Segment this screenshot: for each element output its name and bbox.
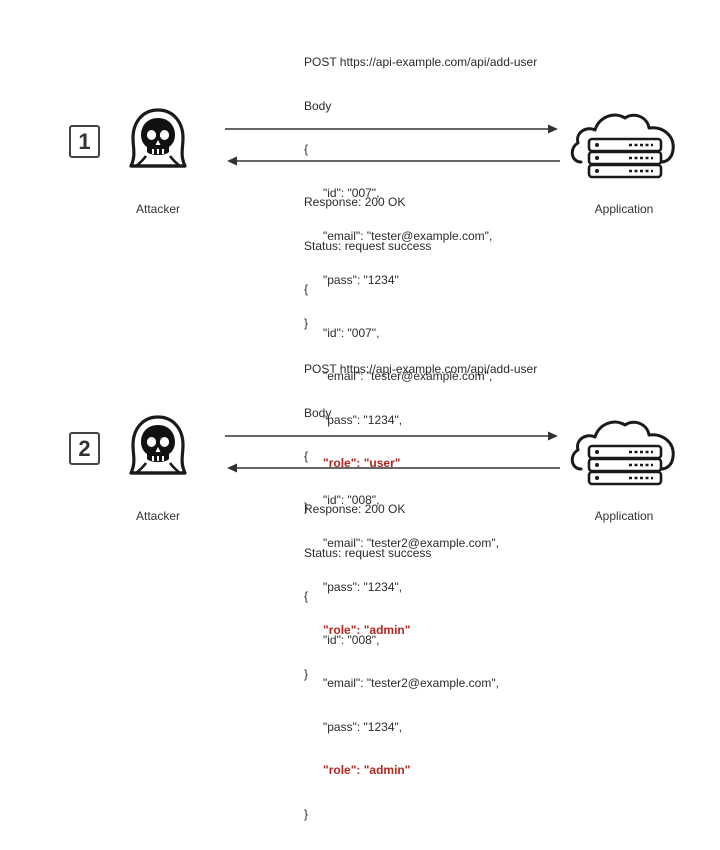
request-line: POST https://api-example.com/api/add-use… xyxy=(304,362,538,376)
response-line: "pass": "1234", xyxy=(323,719,403,734)
step-2: 2 Attacker Application POST https://api-… xyxy=(0,307,720,821)
request-response-arrows xyxy=(225,431,560,473)
request-line: { xyxy=(304,449,309,463)
step-number-badge: 2 xyxy=(69,432,100,465)
response-block: Response: 200 OK Status: request success… xyxy=(304,166,492,543)
request-line: "pass": "1234" xyxy=(323,272,399,287)
response-line: Status: request success xyxy=(304,545,432,560)
response-line: } xyxy=(304,806,309,821)
request-line: } xyxy=(304,316,309,330)
application-label: Application xyxy=(594,509,654,523)
request-line: POST https://api-example.com/api/add-use… xyxy=(304,55,538,69)
request-line: "pass": "1234", xyxy=(323,579,403,594)
cloud-server-icon xyxy=(570,420,675,486)
cloud-server-icon xyxy=(570,113,675,179)
request-line: "id": "007", xyxy=(323,185,380,200)
response-line: { xyxy=(304,589,309,603)
role-field-highlight: "role": "user" xyxy=(323,456,401,470)
hooded-skull-icon xyxy=(129,415,187,475)
attacker-label: Attacker xyxy=(135,509,180,523)
response-line: "email": "tester2@example.com", xyxy=(323,676,499,690)
role-field-highlight: "role": "admin" xyxy=(323,763,411,777)
response-line: Response: 200 OK xyxy=(304,502,406,516)
request-line: { xyxy=(304,142,309,156)
request-line: "email": "tester@example.com", xyxy=(323,229,493,243)
response-line: } xyxy=(304,499,309,514)
hooded-skull-icon xyxy=(129,108,187,168)
request-line: "email": "tester2@example.com", xyxy=(323,536,499,550)
request-line: "id": "008", xyxy=(323,492,380,507)
step-number-badge: 1 xyxy=(69,125,100,158)
application-label: Application xyxy=(594,202,654,216)
response-block: Response: 200 OK Status: request success… xyxy=(304,473,499,850)
request-line: Body xyxy=(304,98,332,113)
response-line: Response: 200 OK xyxy=(304,195,406,209)
response-line: "id": "007", xyxy=(323,325,380,340)
request-response-arrows xyxy=(225,124,560,166)
response-line: "email": "tester@example.com", xyxy=(323,369,493,383)
attacker-label: Attacker xyxy=(135,202,180,216)
request-block: POST https://api-example.com/api/add-use… xyxy=(304,26,537,360)
response-line: "id": "008", xyxy=(323,632,380,647)
response-line: { xyxy=(304,282,309,296)
response-line: Status: request success xyxy=(304,238,432,253)
request-line: Body xyxy=(304,405,332,420)
response-line: "pass": "1234", xyxy=(323,412,403,427)
step-1: 1 Attacker Application POST https://api-… xyxy=(0,0,720,514)
